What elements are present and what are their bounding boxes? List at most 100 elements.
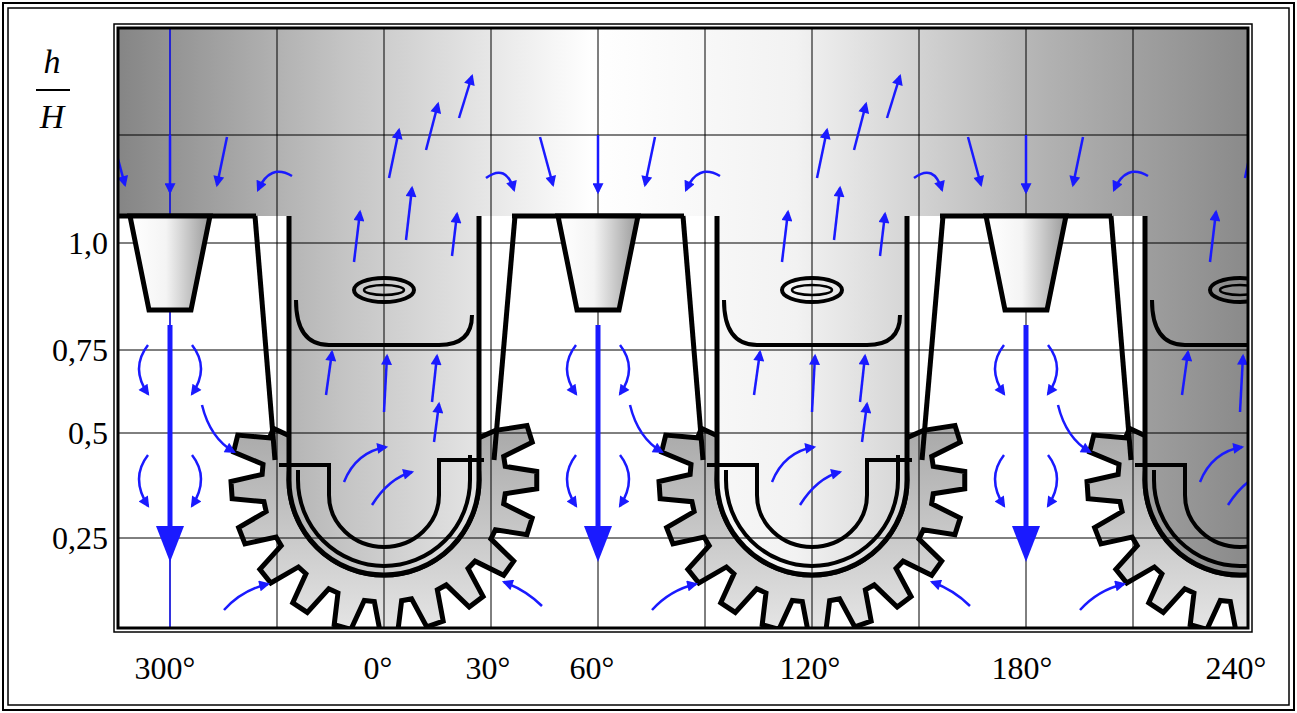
fraction-bar (36, 89, 70, 91)
flow-arrow-curved (686, 172, 720, 190)
flow-arrow (887, 76, 900, 118)
chamber-inner-wall (1154, 455, 1248, 566)
chamber-wall (1145, 216, 1248, 575)
axis-symbol: H (40, 100, 65, 134)
flow-arrow-curved (139, 345, 148, 394)
flow-arrow (968, 137, 981, 185)
flow-arrow (860, 356, 865, 402)
flow-arrow (459, 76, 472, 118)
flow-arrow (540, 137, 553, 185)
flow-arrow-curved (224, 584, 268, 610)
cup-line (1152, 300, 1248, 345)
chamber-inner-wall (298, 455, 470, 566)
flow-arrow-curved (139, 455, 148, 506)
flow-arrow-curved (1048, 345, 1057, 394)
flow-arrow-curved (202, 405, 234, 452)
flow-arrow-curved (932, 582, 970, 606)
tick-label: 0,75 (52, 334, 108, 366)
nozzle (130, 216, 210, 310)
flow-arrow (1073, 137, 1083, 185)
jet-arrow-shaft (1024, 325, 1029, 532)
plot-area (118, 28, 1248, 628)
outer-frame (3, 3, 1294, 710)
step-bottom (707, 460, 912, 547)
flow-arrow (754, 352, 760, 395)
chamber-fill (1145, 216, 1248, 575)
ring-opening-inner (364, 285, 404, 295)
flow-arrow-curved (567, 455, 576, 506)
flow-arrow (1025, 135, 1028, 192)
flow-arrow-curved (772, 447, 814, 482)
flow-arrow (862, 404, 867, 442)
blade-edge (255, 216, 275, 460)
flow-arrow (854, 104, 866, 150)
cup-line (296, 300, 472, 345)
flow-arrow-curved (567, 345, 576, 394)
step-bottom (1135, 460, 1248, 547)
flow-arrow-curved (914, 173, 942, 190)
ring-opening (1210, 278, 1248, 302)
chamber-wall (289, 216, 479, 575)
plot-frame (118, 28, 1248, 628)
step-bottom (279, 460, 484, 547)
chamber (683, 216, 943, 575)
flow-arrow-curved (258, 172, 292, 190)
flow-arrow (880, 214, 885, 256)
flow-arrow (812, 356, 815, 412)
nozzle (986, 216, 1066, 310)
flow-arrow (817, 130, 827, 178)
flow-arrow (217, 137, 227, 185)
flow-arrow (1210, 212, 1216, 262)
flow-arrow-curved (1200, 447, 1242, 482)
flow-arrow (782, 212, 788, 262)
flow-arrow-curved (486, 173, 514, 190)
flow-arrow (169, 135, 172, 192)
flow-arrow-curved (995, 345, 1004, 394)
flow-arrow (406, 188, 412, 240)
flow-arrow (384, 356, 387, 412)
angle-label: 240° (1206, 652, 1267, 684)
jet-arrow-shaft (596, 325, 601, 532)
ring-opening-inner (1220, 285, 1248, 295)
chamber (255, 216, 515, 575)
axis-symbol: h (44, 45, 61, 79)
tick-label: 0,25 (52, 522, 108, 554)
blade-edge (683, 216, 703, 460)
angle-label: 0° (364, 652, 393, 684)
flow-arrow-curved (620, 455, 629, 506)
flow-arrow-curved (652, 584, 696, 610)
flow-arrow (1240, 356, 1243, 412)
flow-arrow-curved (504, 582, 542, 606)
blade-edge (494, 216, 515, 460)
flow-arrow-curved (1048, 455, 1057, 506)
flow-arrow (426, 104, 438, 150)
flow-arrow-curved (192, 455, 201, 506)
jet-arrow-shaft (168, 325, 173, 532)
angle-label: 180° (992, 652, 1053, 684)
flow-arrow-curved (620, 345, 629, 394)
angle-label: 120° (780, 652, 841, 684)
flow-arrow (432, 356, 437, 402)
angle-label: 30° (466, 652, 511, 684)
flow-arrow (645, 137, 655, 185)
flow-arrow-curved (344, 447, 386, 482)
flow-arrow-curved (1058, 405, 1090, 452)
chamber-inner-wall (726, 455, 898, 566)
flow-arrow-curved (800, 472, 840, 505)
ring-opening-inner (792, 285, 832, 295)
angle-label: 300° (135, 652, 196, 684)
jet-arrow-head (156, 526, 184, 562)
flow-background (118, 28, 1248, 628)
blade-edge (922, 216, 943, 460)
jet-arrow-head (1012, 526, 1040, 562)
flow-arrows (118, 76, 1248, 610)
ring-opening (782, 278, 842, 302)
flow-arrow (326, 352, 332, 395)
tick-label: 0,5 (68, 417, 108, 449)
plot-frame-outer (114, 24, 1252, 632)
tick-label: 1,0 (68, 227, 108, 259)
grid-line (118, 538, 1248, 539)
flow-arrow (597, 135, 600, 192)
